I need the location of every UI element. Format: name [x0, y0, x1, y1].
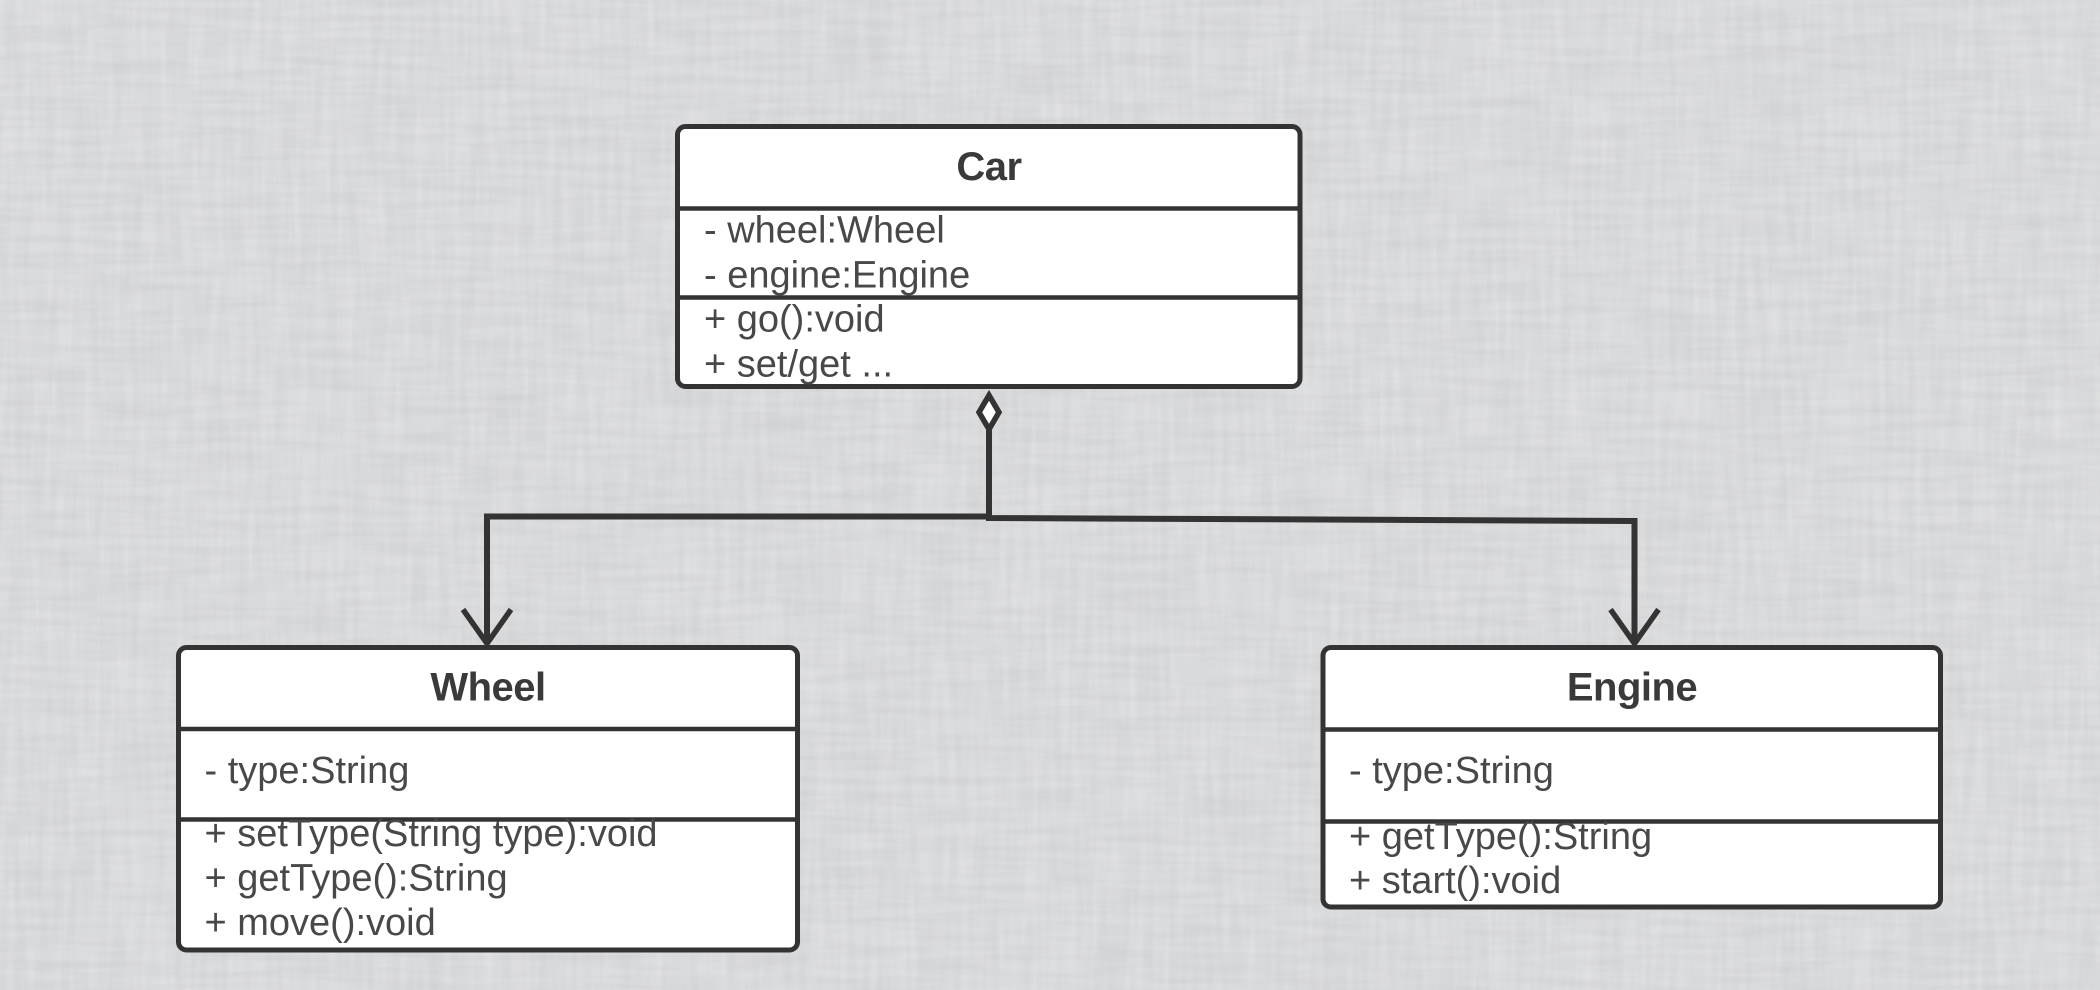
- svg-text:+ start():void: + start():void: [1349, 860, 1561, 902]
- svg-text:+ move():void: + move():void: [205, 902, 436, 944]
- svg-text:- type:String: - type:String: [205, 750, 410, 792]
- svg-text:Car: Car: [956, 145, 1021, 189]
- svg-text:+ setType(String type):void: + setType(String type):void: [205, 813, 658, 855]
- svg-text:+ getType():String: + getType():String: [1349, 816, 1652, 858]
- svg-text:- type:String: - type:String: [1349, 750, 1554, 792]
- svg-text:+ set/get ...: + set/get ...: [704, 344, 893, 386]
- svg-text:Engine: Engine: [1567, 666, 1697, 710]
- svg-text:- engine:Engine: - engine:Engine: [704, 255, 970, 297]
- svg-text:+ getType():String: + getType():String: [205, 858, 508, 900]
- svg-text:+ go():void: + go():void: [704, 299, 885, 341]
- svg-text:- wheel:Wheel: - wheel:Wheel: [704, 210, 945, 252]
- svg-text:Wheel: Wheel: [430, 666, 545, 710]
